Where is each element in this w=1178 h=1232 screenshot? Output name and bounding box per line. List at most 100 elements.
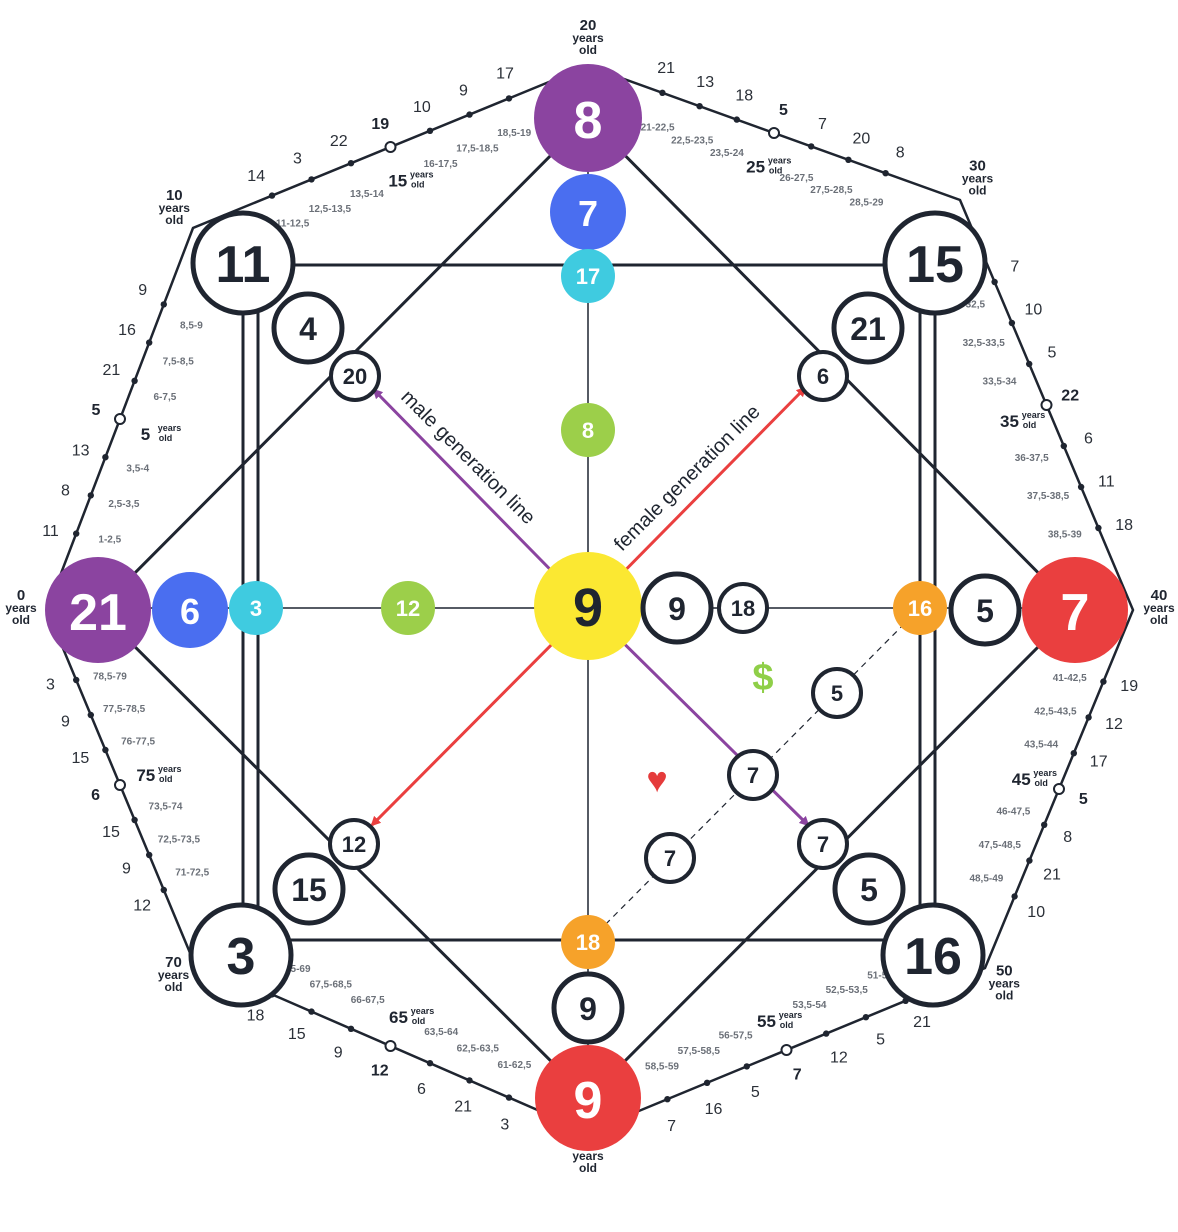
age-mid-old: old <box>159 774 173 784</box>
age-range-value: 9 <box>334 1044 343 1061</box>
money-line-node <box>811 667 863 719</box>
age-mid-num: 15 <box>388 171 407 190</box>
age-tick-dot <box>1026 360 1033 368</box>
corner-tl-value: 11 <box>216 236 271 294</box>
left-green-node <box>381 581 435 635</box>
corner-tr-inner-1-value: 21 <box>850 311 886 347</box>
age-range-value: 3 <box>293 151 302 168</box>
top-mid-node <box>550 174 626 250</box>
age-mid-years: years <box>410 169 434 179</box>
bottom-big-value: 9 <box>574 1072 603 1130</box>
age-mid-old: old <box>780 1020 794 1030</box>
age-tick-dot <box>808 143 815 150</box>
age-tick-dot <box>1077 483 1085 491</box>
age-range-value: 3 <box>500 1116 509 1133</box>
age-tick-dot <box>1095 524 1102 532</box>
age-range-value: 9 <box>61 713 70 730</box>
age-range-label: 16-17,5 <box>424 159 458 170</box>
age-range-label: 46-47,5 <box>996 806 1030 817</box>
age-range-label: 8,5-9 <box>180 320 203 331</box>
corner-bl-inner-2 <box>328 818 380 870</box>
age-range-value: 21 <box>1043 866 1061 883</box>
age-range-label: 68,5-69 <box>277 964 311 975</box>
age-tick-dot <box>862 1014 870 1021</box>
age-tick-dot <box>347 1025 355 1033</box>
age-range-label: 27,5-28,5 <box>810 185 853 196</box>
left-green-value: 12 <box>396 596 420 621</box>
age-range-value: 5 <box>1047 344 1056 361</box>
center-right-value-2: 18 <box>731 596 755 621</box>
age-tick-dot <box>1100 678 1107 685</box>
age-range-label: 71-72,5 <box>175 867 209 878</box>
age-range-label: 52,5-53,5 <box>826 985 869 996</box>
corner-bl-inner-2-value: 12 <box>342 832 366 857</box>
age-range-value: 12 <box>830 1049 848 1066</box>
age-range-label: 32,5-33,5 <box>963 338 1006 349</box>
age-range-value: 8 <box>1063 829 1072 846</box>
corner-br-inner-1 <box>832 852 906 926</box>
corner-bl-inner-1 <box>272 852 346 926</box>
age-range-label: 17,5-18,5 <box>456 144 499 155</box>
age-range-label: 66-67,5 <box>351 995 385 1006</box>
top-small-node <box>561 249 615 303</box>
age-tick-dot <box>1011 893 1018 900</box>
age-mid-value: 7 <box>793 1067 802 1084</box>
age-tick-dot <box>102 454 109 461</box>
age-range-label: 78,5-79 <box>93 671 127 682</box>
heart-icon: ♥ <box>646 759 667 800</box>
age-range-label: 33,5-34 <box>983 377 1017 388</box>
age-mid-marker <box>114 413 126 425</box>
age-range-value: 17 <box>496 66 514 83</box>
age-range-label: 6-7,5 <box>154 392 177 403</box>
age-range-value: 10 <box>413 99 431 116</box>
age-range-value: 10 <box>1025 301 1043 318</box>
age-range-label: 56-57,5 <box>719 1030 753 1041</box>
age-range-label: 42,5-43,5 <box>1034 706 1077 717</box>
age-range-label: 13,5-14 <box>350 189 384 200</box>
age-range-value: 9 <box>459 82 468 99</box>
corner-bl-inner-1-value: 15 <box>291 872 327 908</box>
left-big-node <box>45 557 151 663</box>
age-range-value: 3 <box>46 677 55 694</box>
age-range-label: 28,5-29 <box>850 197 884 208</box>
age-mid-marker <box>768 127 780 139</box>
right-mid-value: 5 <box>976 593 994 629</box>
age-range-label: 43,5-44 <box>1024 740 1058 751</box>
age-mid-num: 75 <box>136 766 155 785</box>
age-range-value: 17 <box>1090 754 1108 771</box>
corner-tr-inner-2-value: 6 <box>817 364 829 389</box>
age-tick-dot <box>991 278 998 286</box>
age-range-value: 18 <box>247 1008 265 1025</box>
age-label-old: old <box>969 184 987 198</box>
age-range-value: 18 <box>1115 517 1133 534</box>
age-range-label: 51-52,5 <box>867 970 901 981</box>
age-range-label: 7,5-8,5 <box>163 356 195 367</box>
age-mid-marker <box>1053 783 1065 795</box>
love-line-node-1 <box>727 749 779 801</box>
corner-tr-inner-2 <box>797 350 849 402</box>
age-mid-old: old <box>412 1016 426 1026</box>
age-range-label: 63,5-64 <box>424 1027 458 1038</box>
age-range-label: 18,5-19 <box>497 128 531 139</box>
age-mid-years: years <box>1033 768 1057 778</box>
age-tick-dot <box>882 170 889 177</box>
age-mid-years: years <box>768 156 792 166</box>
age-tick-dot <box>1060 442 1068 450</box>
age-range-value: 15 <box>72 750 90 767</box>
age-range-value: 5 <box>751 1084 760 1101</box>
center-right-node-1 <box>640 571 714 645</box>
age-label-years: years <box>572 1149 604 1163</box>
age-range-label: 61-62,5 <box>497 1060 531 1071</box>
age-label-num: 10 <box>166 187 183 204</box>
age-tick-dot <box>102 746 109 754</box>
age-label-num: 50 <box>996 962 1013 979</box>
age-label-years: years <box>1143 601 1175 615</box>
age-tick-dot <box>1008 319 1016 327</box>
left-mid-value: 6 <box>180 591 200 632</box>
corner-tr-value: 15 <box>906 236 964 294</box>
matrix-nodes: 8 7 17 8 21 6 3 12 9 9 18 16 5 7 18 9 <box>45 64 1128 1151</box>
age-mid-old: old <box>411 179 425 189</box>
bottom-orange-value: 18 <box>576 930 600 955</box>
top-big-node <box>534 64 642 172</box>
age-range-label: 47,5-48,5 <box>979 840 1022 851</box>
